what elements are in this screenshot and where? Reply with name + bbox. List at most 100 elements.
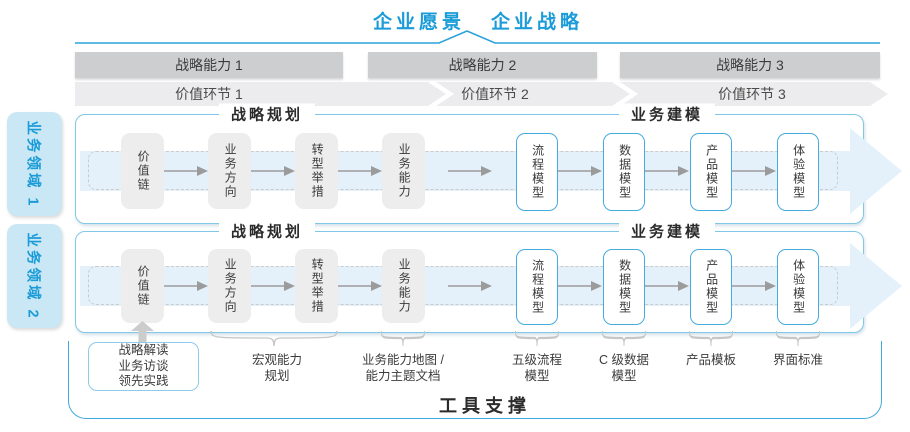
practice-line: 领先实践 [118,374,169,389]
box-business-capability: 业务能力 [382,249,425,323]
arrow-right-icon [732,281,776,291]
box-label: 转型举措 [310,258,325,314]
box-process-model: 流程模型 [516,133,558,211]
box-label: 价值链 [136,150,151,192]
arrow-right-icon [251,281,295,291]
box-label: 产品模型 [704,144,719,200]
box-label: 流程模型 [530,144,545,200]
box-value-chain: 价值链 [121,249,164,323]
value-chevron-2-label: 价值环节 2 [461,86,529,102]
brace-icon [515,331,559,347]
note-ui-standard: 界面标准 [773,352,823,368]
note-line: 能力主题文档 [365,369,441,384]
domain-pill-2: 业务领域 2 [7,224,62,328]
section-title-planning: 战略规划 [218,103,316,125]
value-chevron-3 [620,82,888,106]
value-chevron-2 [436,82,630,106]
arrow-right-icon [732,166,776,176]
note-data-model: C 级数据 模型 [599,352,649,385]
brace-icon [602,331,646,347]
arrow-right-icon [448,281,492,291]
box-data-model: 数据模型 [603,133,645,211]
note-macro-capability: 宏观能力 规划 [252,352,302,385]
box-experience-model: 体验模型 [777,249,819,325]
box-transformation-initiatives: 转型举措 [295,249,338,323]
section-title-planning: 战略规划 [218,220,316,242]
box-data-model: 数据模型 [603,249,645,325]
value-chevron-1 [75,82,446,106]
box-label: 流程模型 [530,259,545,315]
vision-title: 企业愿景 [372,12,466,33]
arrow-right-icon [251,166,295,176]
practice-line: 战略解读 [118,343,169,358]
practice-box: 战略解读 业务访谈 领先实践 [88,342,199,391]
tools-support-label: 工具支撑 [439,396,531,416]
box-process-model: 流程模型 [516,249,558,325]
box-label: 业务能力 [397,143,412,199]
note-line: 业务能力地图 / [362,353,444,367]
arrow-right-icon [338,166,382,176]
arrow-right-icon [558,281,602,291]
capability-bar-2: 战略能力 2 [368,52,597,78]
dashed-track [88,151,838,190]
practice-line: 业务访谈 [118,358,169,373]
box-business-direction: 业务方向 [208,249,251,323]
note-line: 界面标准 [772,353,824,367]
box-product-model: 产品模型 [690,133,732,211]
brace-icon [381,331,425,347]
note-capability-map: 业务能力地图 / 能力主题文档 [362,352,444,385]
capability-bar-1-label: 战略能力 1 [175,57,243,73]
box-experience-model: 体验模型 [777,133,819,211]
note-product-template: 产品模板 [686,352,736,368]
brace-icon [210,331,338,347]
domain-pill-2-label: 业务领域 2 [25,231,41,321]
box-label: 数据模型 [617,259,632,315]
arrow-right-icon [558,166,602,176]
note-line: 规划 [264,369,290,384]
dashed-track [88,266,838,305]
box-transformation-initiatives: 转型举措 [295,133,338,209]
brace-icon [689,331,733,347]
box-label: 业务能力 [397,258,412,314]
brace-icon [776,331,820,347]
box-label: 产品模型 [704,259,719,315]
value-chevron-3-label: 价值环节 3 [718,86,786,102]
domain-pill-1: 业务领域 1 [7,112,62,216]
arrow-right-icon [645,281,689,291]
box-label: 转型举措 [310,143,325,199]
arrow-right-icon [338,281,382,291]
capability-bar-2-label: 战略能力 2 [448,57,517,73]
note-line: 宏观能力 [251,353,303,367]
box-label: 业务方向 [223,258,238,314]
capability-bar-3: 战略能力 3 [620,52,880,78]
box-label: 体验模型 [791,144,806,200]
note-line: 模型 [524,369,550,384]
arrow-right-icon [164,166,208,176]
note-line: 产品模板 [685,353,737,367]
box-business-capability: 业务能力 [382,133,425,209]
note-line: 五级流程 [511,353,563,367]
note-line: C 级数据 [598,353,650,367]
arrow-right-icon [164,281,208,291]
box-value-chain: 价值链 [121,133,164,209]
box-label: 业务方向 [223,143,238,199]
arrow-up-icon [131,321,154,342]
note-line: 模型 [611,369,637,384]
section-title-modeling: 业务建模 [618,103,716,125]
box-label: 体验模型 [791,259,806,315]
capability-bar-1: 战略能力 1 [75,52,343,78]
tools-support-container [68,341,882,419]
note-process-model: 五级流程 模型 [512,352,562,385]
arrow-right-icon [448,166,492,176]
arrow-right-icon [645,166,689,176]
box-label: 数据模型 [617,144,632,200]
capability-bar-3-label: 战略能力 3 [716,57,784,73]
divider-caret-line [75,30,880,44]
domain-pill-1-label: 业务领域 1 [25,119,41,209]
box-label: 价值链 [136,265,151,307]
strategy-title: 企业战略 [490,12,584,33]
section-title-modeling: 业务建模 [618,220,716,242]
box-product-model: 产品模型 [690,249,732,325]
box-business-direction: 业务方向 [208,133,251,209]
